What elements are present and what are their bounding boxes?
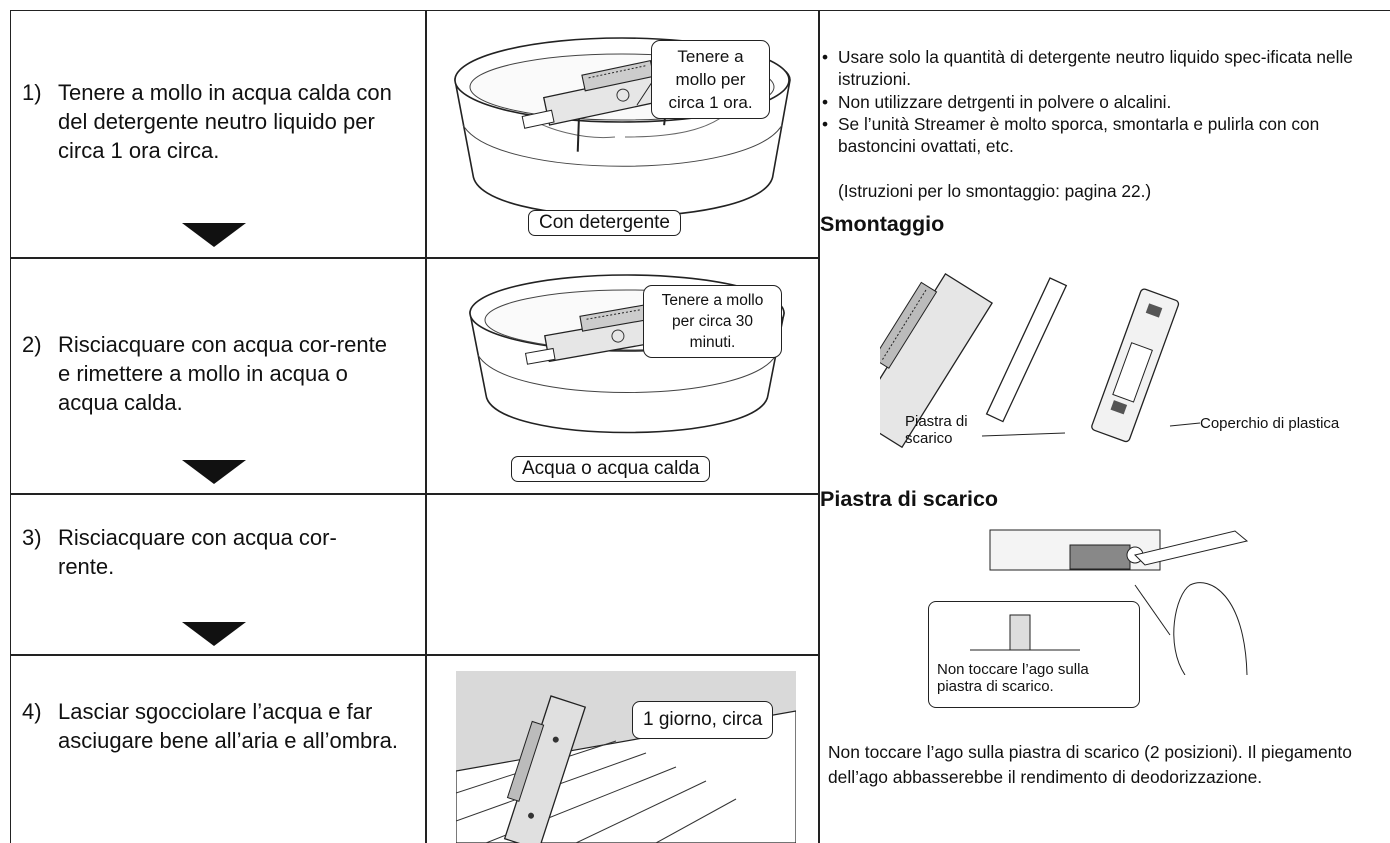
callout-soak-time: Tenere a mollo per circa 30 minuti. bbox=[643, 285, 782, 358]
step-text: Risciacquare con acqua cor-rente e rimet… bbox=[58, 332, 387, 415]
drying-illustration bbox=[456, 671, 796, 843]
label-plastic-cover: Coperchio di plastica bbox=[1200, 415, 1340, 432]
step-text: Risciacquare con acqua cor-rente. bbox=[58, 525, 337, 579]
warning-paragraph: Non toccare l’ago sulla piastra di scari… bbox=[828, 742, 1352, 787]
callout-drying-time: 1 giorno, circa bbox=[632, 701, 774, 739]
disassembly-illustration bbox=[880, 273, 1201, 448]
caption-water: Acqua o acqua calda bbox=[511, 456, 711, 482]
list-item: Non utilizzare detrgenti in polvere o al… bbox=[822, 91, 1380, 114]
step-number: 4) bbox=[22, 699, 42, 724]
step-number: 1) bbox=[22, 80, 42, 105]
step-text: Tenere a mollo in acqua calda con del de… bbox=[58, 80, 392, 163]
arrow-down-icon bbox=[182, 622, 246, 646]
reference-note: (Istruzioni per lo smontaggio: pagina 22… bbox=[838, 181, 1152, 201]
instruction-table bbox=[10, 10, 1390, 843]
step-text: Lasciar sgocciolare l’acqua e far asciug… bbox=[58, 699, 398, 753]
section-heading-disassembly: Smontaggio bbox=[820, 212, 945, 236]
step-4: 4) Lasciar sgocciolare l’acqua e far asc… bbox=[22, 697, 412, 755]
list-item: Se l’unità Streamer è molto sporca, smon… bbox=[822, 113, 1380, 158]
arrow-down-icon bbox=[182, 223, 246, 247]
callout-box bbox=[928, 601, 1140, 708]
column-divider bbox=[818, 10, 820, 843]
needle-illustration bbox=[970, 614, 1080, 651]
label-discharge-plate: Piastra di scarico bbox=[905, 413, 968, 447]
notes-list: Usare solo la quantità di detergente neu… bbox=[822, 46, 1380, 157]
step-1: 1) Tenere a mollo in acqua calda con del… bbox=[22, 78, 402, 165]
arrow-down-icon bbox=[182, 460, 246, 484]
callout-needle-warning: Non toccare l’ago sulla piastra di scari… bbox=[937, 661, 1089, 695]
row-divider bbox=[10, 257, 819, 259]
row-divider bbox=[10, 493, 819, 495]
step-number: 3) bbox=[22, 525, 42, 550]
step-number: 2) bbox=[22, 332, 42, 357]
step-2: 2) Risciacquare con acqua cor-rente e ri… bbox=[22, 330, 392, 417]
section-heading-discharge-plate: Piastra di scarico bbox=[820, 487, 999, 511]
column-divider bbox=[425, 10, 427, 843]
callout-soak-time: Tenere a mollo per circa 1 ora. bbox=[651, 40, 770, 119]
discharge-plate-illustration bbox=[989, 529, 1249, 675]
list-item: Usare solo la quantità di detergente neu… bbox=[822, 46, 1380, 91]
row-divider bbox=[10, 654, 819, 656]
caption-detergent: Con detergente bbox=[528, 210, 681, 236]
step-3: 3) Risciacquare con acqua cor-rente. bbox=[22, 523, 342, 581]
